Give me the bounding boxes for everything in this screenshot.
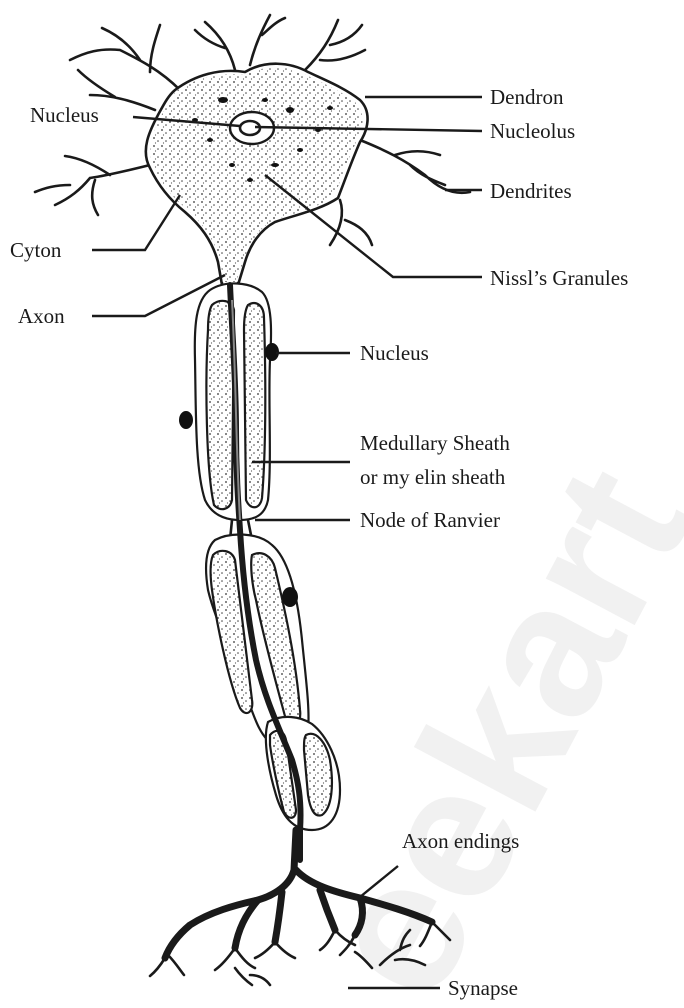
label-medullary-sheath-line2: or my elin sheath bbox=[360, 465, 506, 489]
label-nucleus-top: Nucleus bbox=[30, 103, 99, 127]
label-nucleus-mid: Nucleus bbox=[360, 341, 429, 365]
label-cyton: Cyton bbox=[10, 238, 62, 262]
label-medullary-sheath-line1: Medullary Sheath bbox=[360, 431, 510, 455]
label-nissls-granules: Nissl’s Granules bbox=[490, 266, 628, 290]
label-synapse: Synapse bbox=[448, 976, 518, 1000]
label-nucleolus: Nucleolus bbox=[490, 119, 575, 143]
myelin-segment-2 bbox=[206, 535, 308, 747]
label-dendron: Dendron bbox=[490, 85, 564, 109]
label-node-of-ranvier: Node of Ranvier bbox=[360, 508, 500, 532]
label-axon: Axon bbox=[18, 304, 65, 328]
label-dendrites: Dendrites bbox=[490, 179, 572, 203]
label-axon-endings: Axon endings bbox=[402, 829, 519, 853]
